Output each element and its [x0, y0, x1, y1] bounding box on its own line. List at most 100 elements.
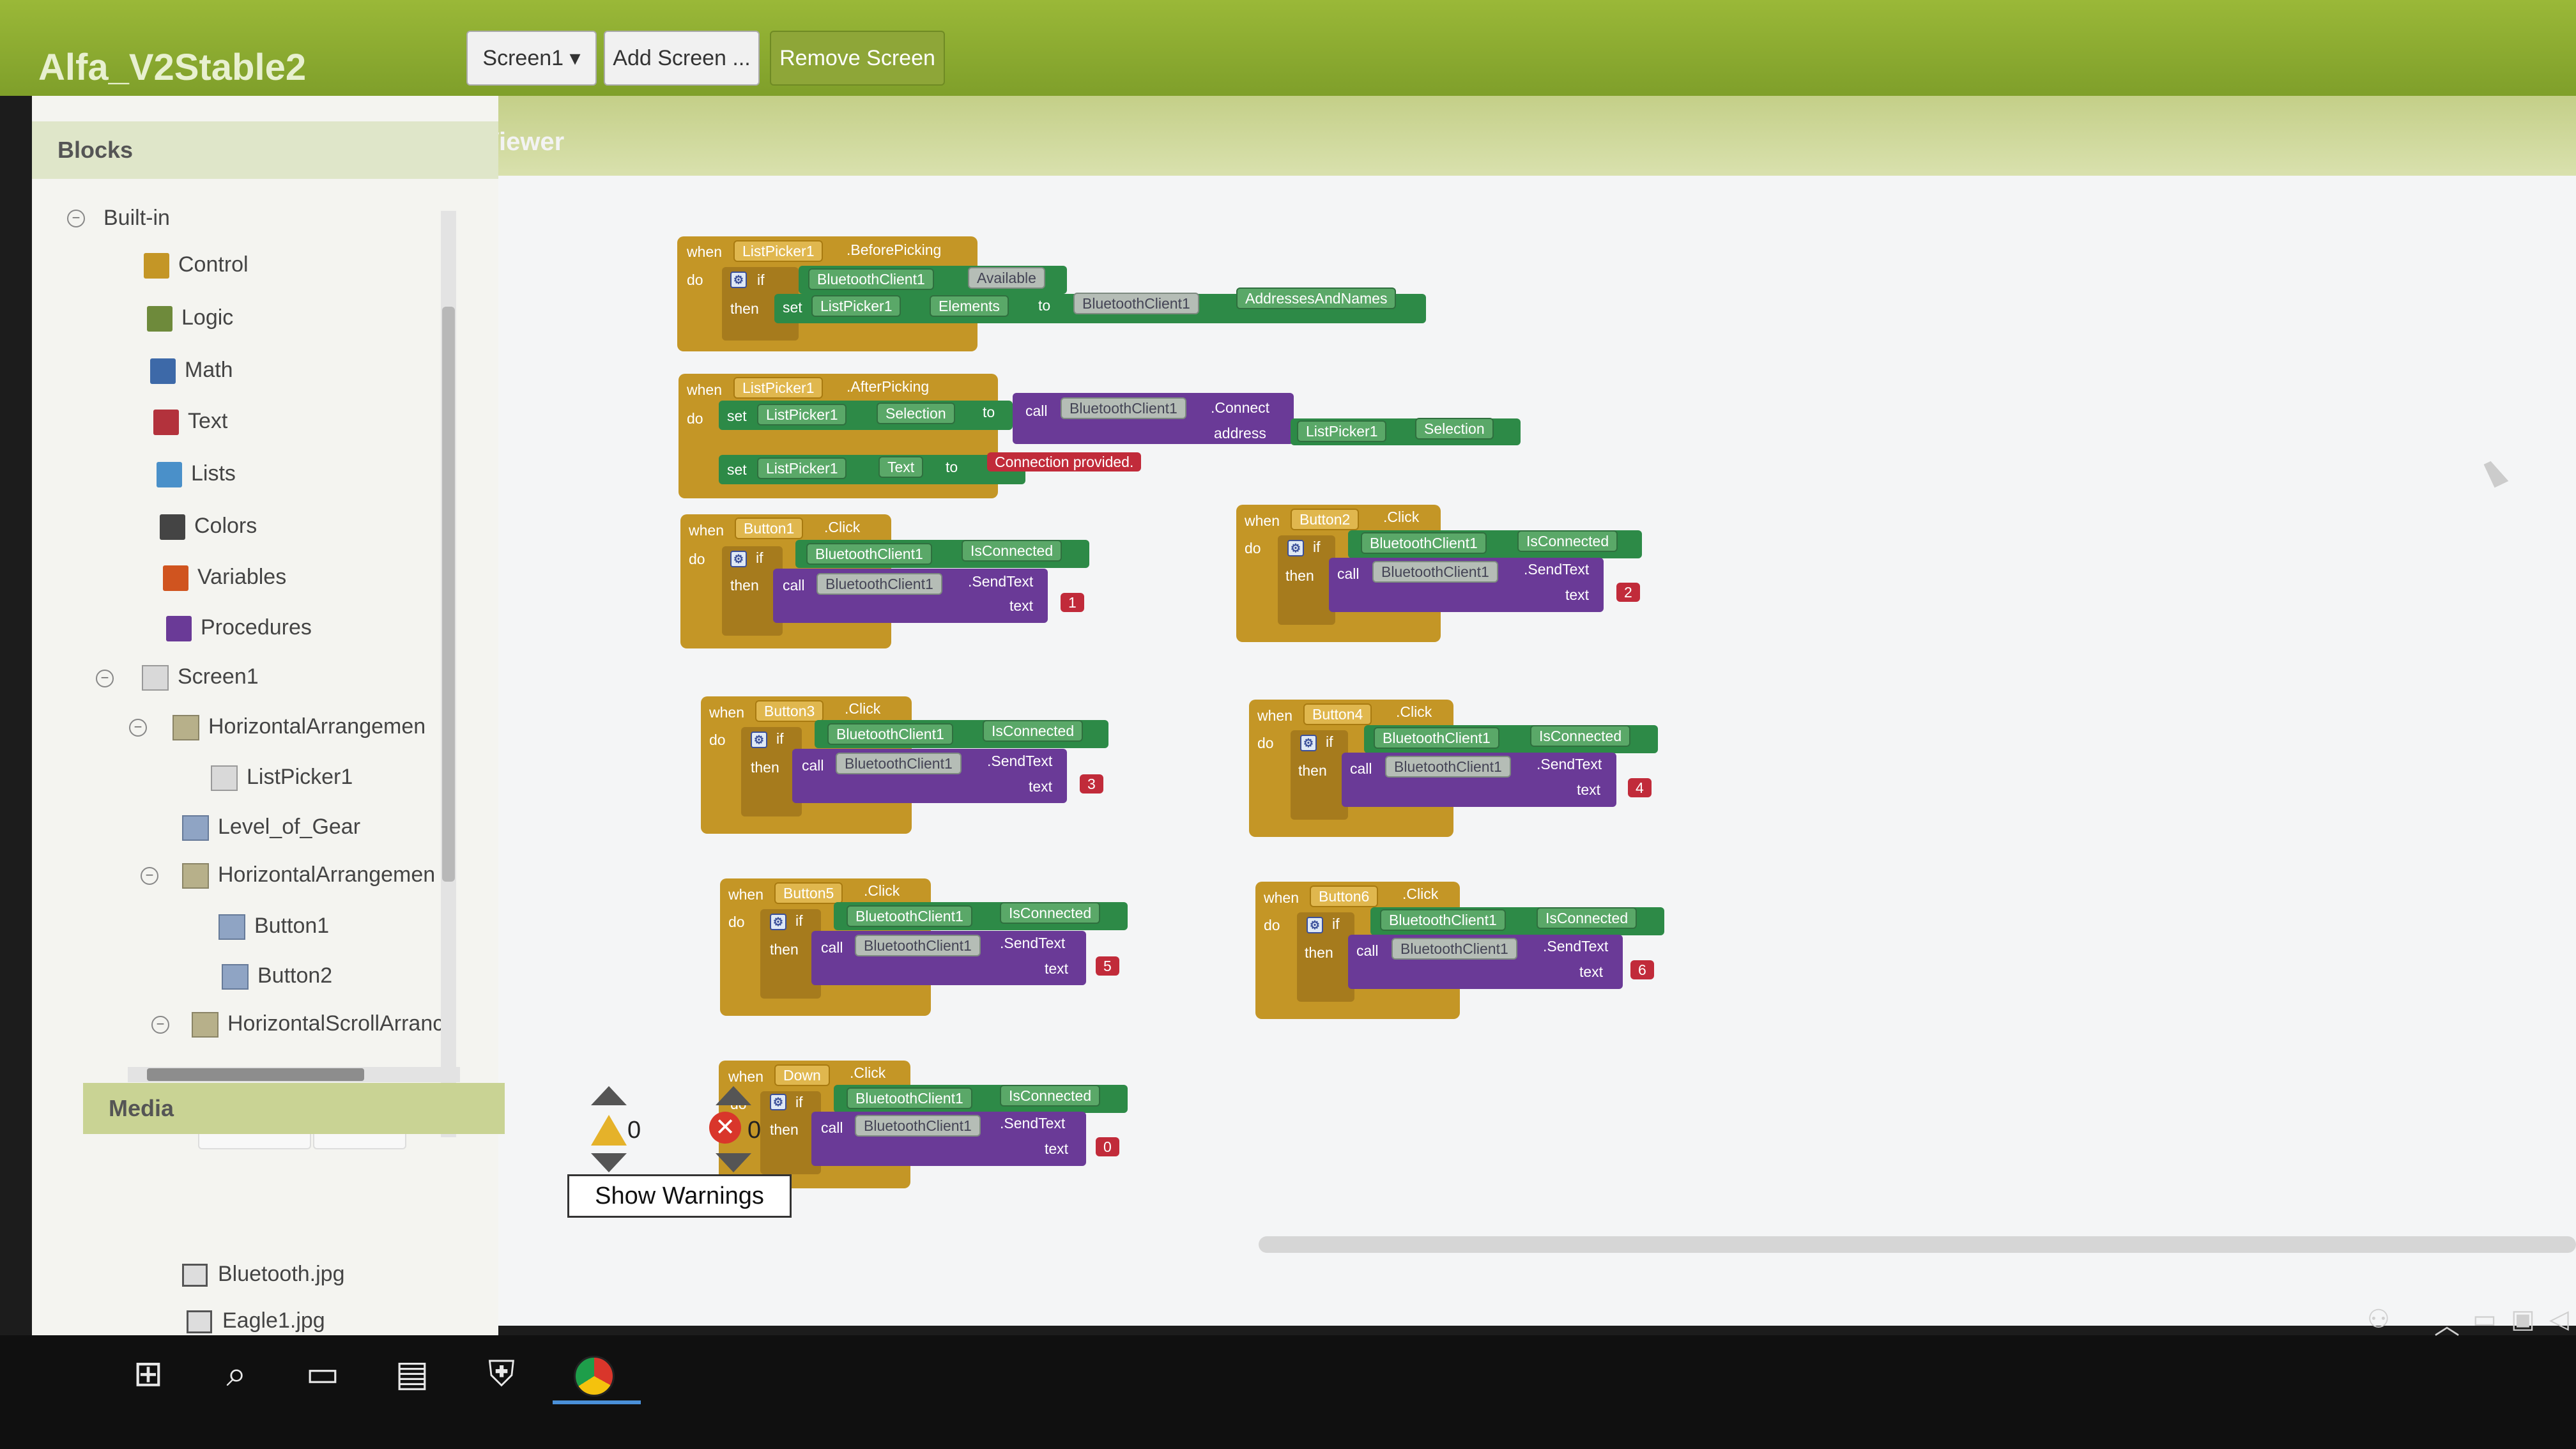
- collapse-icon[interactable]: −: [67, 210, 85, 227]
- tree-item-horizontal-arrangement-2[interactable]: HorizontalArrangemen: [182, 862, 435, 889]
- windows-start-icon[interactable]: ⊞: [133, 1353, 164, 1393]
- component-dropdown[interactable]: BluetoothClient1: [1385, 756, 1511, 778]
- property-dropdown[interactable]: AddressesAndNames: [1236, 288, 1397, 309]
- mutator-gear-icon[interactable]: ⚙: [751, 732, 767, 748]
- tree-item-horizontal-arrangement-1[interactable]: HorizontalArrangemen: [172, 714, 425, 741]
- property-dropdown[interactable]: Available: [968, 267, 1045, 289]
- tree-item-horizontal-scroll-arrangement[interactable]: HorizontalScrollArranc: [192, 1011, 443, 1038]
- property-dropdown[interactable]: Selection: [877, 402, 955, 424]
- component-dropdown[interactable]: BluetoothClient1: [1374, 727, 1499, 749]
- media-item[interactable]: Eagle1.jpg: [187, 1308, 325, 1334]
- people-icon[interactable]: ⚇: [2367, 1305, 2390, 1333]
- component-dropdown[interactable]: BluetoothClient1: [1061, 397, 1186, 419]
- chevron-up-icon[interactable]: ︿: [2434, 1312, 2460, 1340]
- tree-item-math[interactable]: Math: [150, 358, 233, 385]
- tree-item-lists[interactable]: Lists: [157, 461, 236, 488]
- component-dropdown[interactable]: ListPicker1: [733, 240, 824, 262]
- collapse-icon[interactable]: −: [96, 670, 114, 687]
- previous-error-arrow-icon[interactable]: [716, 1086, 751, 1105]
- component-dropdown[interactable]: BluetoothClient1: [855, 1115, 981, 1137]
- component-dropdown[interactable]: BluetoothClient1: [1392, 938, 1517, 960]
- previous-warning-arrow-icon[interactable]: [591, 1086, 627, 1105]
- property-dropdown[interactable]: Selection: [1415, 418, 1494, 440]
- task-view-icon[interactable]: ▭: [305, 1353, 340, 1393]
- component-dropdown[interactable]: Button2: [1291, 509, 1360, 530]
- screen-selector-dropdown[interactable]: Screen1 ▾: [466, 31, 597, 86]
- mutator-gear-icon[interactable]: ⚙: [730, 272, 747, 288]
- component-dropdown[interactable]: Down: [774, 1064, 830, 1086]
- collapse-icon[interactable]: −: [129, 719, 147, 737]
- property-dropdown[interactable]: IsConnected: [1000, 1085, 1101, 1107]
- component-dropdown[interactable]: BluetoothClient1: [1380, 909, 1506, 931]
- component-dropdown[interactable]: BluetoothClient1: [816, 573, 942, 595]
- mutator-gear-icon[interactable]: ⚙: [770, 914, 786, 930]
- tree-builtin[interactable]: Built-in: [103, 206, 170, 230]
- next-warning-arrow-icon[interactable]: [591, 1153, 627, 1172]
- property-dropdown[interactable]: IsConnected: [1530, 725, 1631, 747]
- mutator-gear-icon[interactable]: ⚙: [1287, 540, 1304, 556]
- tree-item-variables[interactable]: Variables: [163, 565, 286, 592]
- shield-icon[interactable]: ⛨: [488, 1353, 515, 1393]
- text-literal[interactable]: 6: [1630, 960, 1654, 979]
- collapse-icon[interactable]: −: [141, 867, 158, 885]
- tree-vertical-scrollbar-thumb[interactable]: [442, 307, 455, 882]
- tree-item-button2[interactable]: Button2: [222, 963, 332, 990]
- property-dropdown[interactable]: IsConnected: [1537, 907, 1637, 929]
- network-icon[interactable]: ▣: [2511, 1305, 2535, 1333]
- tree-horizontal-scrollbar-thumb[interactable]: [147, 1068, 364, 1081]
- property-dropdown[interactable]: IsConnected: [1000, 902, 1101, 924]
- tree-item-procedures[interactable]: Procedures: [166, 615, 312, 642]
- component-dropdown[interactable]: BluetoothClient1: [847, 905, 972, 927]
- mutator-gear-icon[interactable]: ⚙: [770, 1094, 786, 1110]
- component-dropdown[interactable]: BluetoothClient1: [827, 723, 953, 745]
- component-dropdown[interactable]: BluetoothClient1: [1372, 561, 1498, 583]
- text-literal[interactable]: Connection provided.: [987, 452, 1142, 471]
- component-dropdown[interactable]: BluetoothClient1: [1361, 532, 1487, 554]
- component-dropdown[interactable]: BluetoothClient1: [808, 268, 934, 290]
- component-dropdown[interactable]: ListPicker1: [757, 404, 847, 425]
- tree-item-colors[interactable]: Colors: [160, 514, 257, 540]
- tree-item-button1[interactable]: Button1: [218, 914, 329, 940]
- mutator-gear-icon[interactable]: ⚙: [730, 551, 747, 567]
- remove-screen-button[interactable]: Remove Screen: [770, 31, 945, 86]
- next-error-arrow-icon[interactable]: [716, 1153, 751, 1172]
- component-dropdown[interactable]: Button3: [755, 700, 824, 722]
- volume-icon[interactable]: ◁: [2549, 1305, 2569, 1333]
- workspace-horizontal-scrollbar[interactable]: [1259, 1236, 2576, 1253]
- search-icon[interactable]: ⌕: [226, 1353, 247, 1393]
- text-literal[interactable]: 2: [1616, 583, 1640, 602]
- component-dropdown[interactable]: Button6: [1310, 885, 1379, 907]
- component-dropdown[interactable]: BluetoothClient1: [855, 935, 981, 956]
- show-warnings-button[interactable]: Show Warnings: [567, 1174, 792, 1218]
- file-explorer-icon[interactable]: ▤: [395, 1353, 429, 1393]
- tree-item-listpicker1[interactable]: ListPicker1: [211, 765, 353, 792]
- add-screen-button[interactable]: Add Screen ...: [604, 31, 760, 86]
- tree-item-screen1[interactable]: Screen1: [142, 664, 259, 691]
- tree-item-level-of-gear[interactable]: Level_of_Gear: [182, 815, 360, 841]
- chrome-icon[interactable]: [569, 1348, 620, 1399]
- property-dropdown[interactable]: Text: [878, 456, 924, 478]
- mutator-gear-icon[interactable]: ⚙: [1307, 917, 1323, 933]
- text-literal[interactable]: 3: [1080, 774, 1103, 793]
- component-dropdown[interactable]: ListPicker1: [811, 295, 901, 317]
- component-dropdown[interactable]: ListPicker1: [757, 457, 847, 479]
- tree-item-text[interactable]: Text: [153, 409, 227, 436]
- text-literal[interactable]: 5: [1096, 956, 1119, 976]
- battery-icon[interactable]: ▭: [2472, 1305, 2497, 1333]
- tree-item-control[interactable]: Control: [144, 252, 249, 279]
- collapse-icon[interactable]: −: [151, 1016, 169, 1034]
- component-dropdown[interactable]: BluetoothClient1: [806, 543, 932, 565]
- component-dropdown[interactable]: Button1: [735, 518, 804, 539]
- property-dropdown[interactable]: IsConnected: [983, 720, 1084, 742]
- component-dropdown[interactable]: BluetoothClient1: [847, 1087, 972, 1109]
- mutator-gear-icon[interactable]: ⚙: [1300, 735, 1317, 751]
- text-literal[interactable]: 4: [1628, 778, 1652, 797]
- tree-item-logic[interactable]: Logic: [147, 305, 233, 332]
- property-dropdown[interactable]: Elements: [930, 295, 1009, 317]
- property-dropdown[interactable]: IsConnected: [962, 540, 1062, 562]
- component-dropdown[interactable]: ListPicker1: [733, 377, 824, 399]
- text-literal[interactable]: 0: [1096, 1137, 1119, 1156]
- component-dropdown[interactable]: BluetoothClient1: [1073, 293, 1199, 314]
- component-dropdown[interactable]: Button5: [774, 882, 843, 904]
- media-item[interactable]: Bluetooth.jpg: [182, 1262, 345, 1287]
